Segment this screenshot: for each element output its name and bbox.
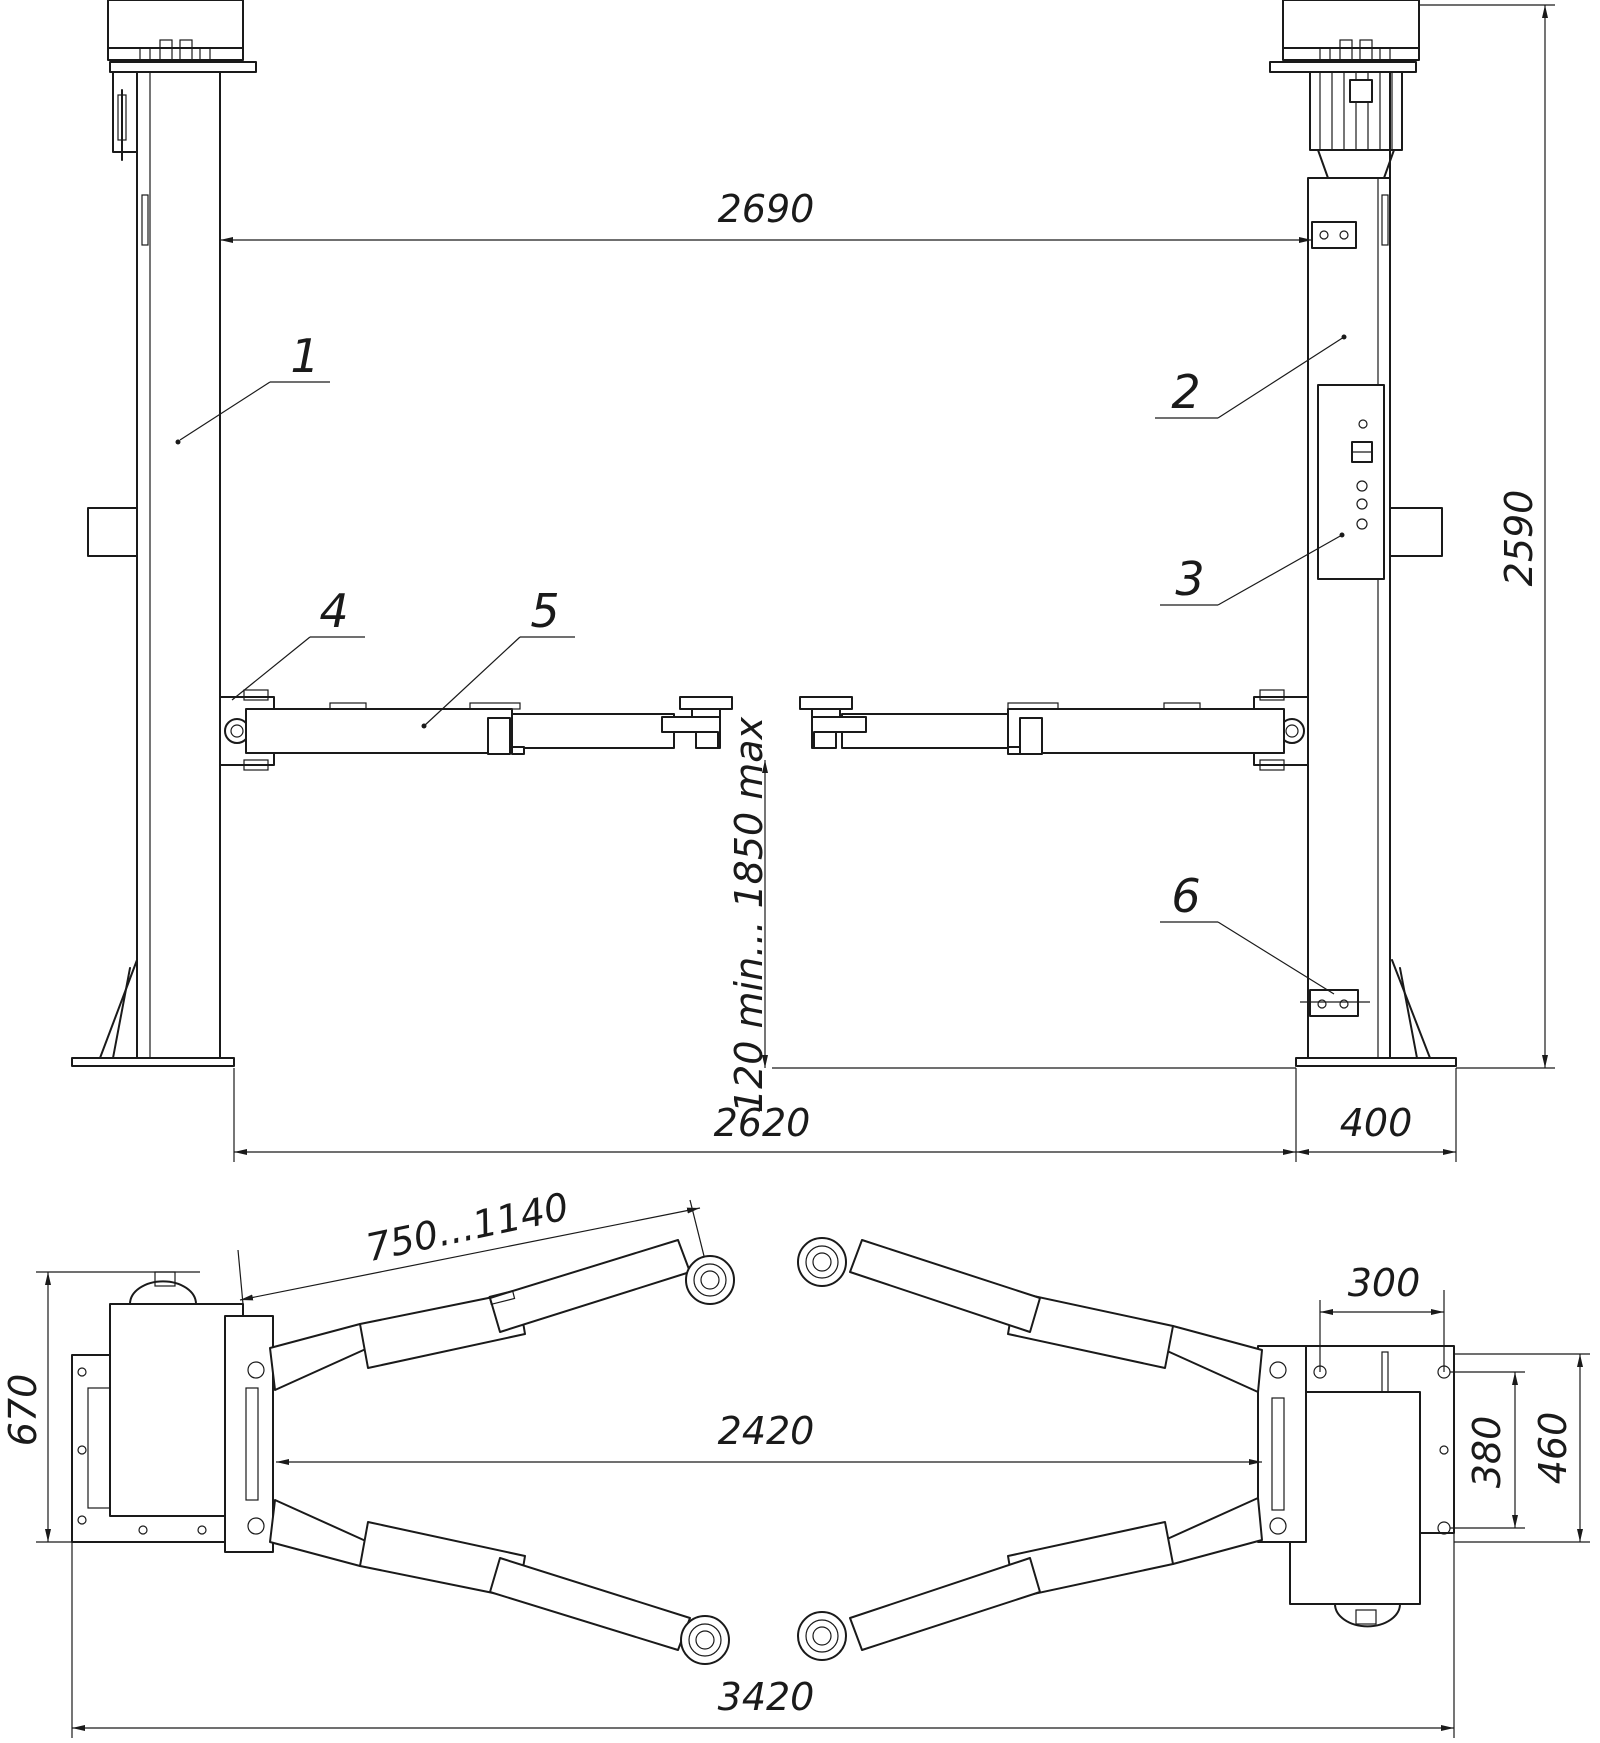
callout-2: 2 <box>1155 336 1345 419</box>
left-post-top-view <box>71 1271 274 1553</box>
callout-6: 6 <box>1160 869 1335 995</box>
front-view: 2690 2590 120 min... 1850 max 2620 400 1… <box>71 0 1555 1162</box>
right-lift-arm <box>799 689 1309 771</box>
dim-bolt-spacing-x: 300 <box>1348 1261 1421 1305</box>
right-column-post <box>1307 177 1391 1063</box>
left-carriage-top <box>224 1315 274 1553</box>
dim-footprint-depth: 670 <box>1 1374 45 1447</box>
dim-arm-reach: 750...1140 <box>362 1184 572 1270</box>
dim-total-height: 2590 <box>1497 490 1541 587</box>
upper-limit-switch <box>1311 221 1357 249</box>
left-upper-arm-top <box>269 1239 735 1391</box>
callout-4: 4 <box>231 584 365 701</box>
right-lower-arm-top <box>797 1497 1263 1661</box>
dim-column-spacing: 2690 <box>718 187 815 231</box>
top-view: 750...1140 2420 670 300 380 460 3420 <box>1 1184 1590 1738</box>
svg-text:5: 5 <box>530 584 559 638</box>
dim-bolt-spacing-y: 380 <box>1465 1416 1509 1489</box>
svg-text:4: 4 <box>319 584 348 638</box>
dim-base-depth: 400 <box>1340 1101 1413 1145</box>
callout-5: 5 <box>423 584 575 727</box>
right-post-top-view <box>1257 1345 1455 1628</box>
right-upper-arm-top <box>797 1237 1263 1393</box>
svg-text:6: 6 <box>1171 869 1200 923</box>
control-panel <box>1317 384 1385 580</box>
dim-base-width: 2620 <box>714 1101 811 1145</box>
left-column-top-cap <box>107 0 244 61</box>
left-upper-arm-pad <box>685 1255 735 1305</box>
left-column-base-plate <box>71 1057 235 1067</box>
callout-1: 1 <box>179 329 330 441</box>
right-column-base-plate <box>1295 1057 1457 1067</box>
right-column-bracket <box>1389 507 1443 557</box>
right-column-top-cap <box>1282 0 1420 61</box>
left-lift-arm <box>219 689 733 771</box>
right-post-body-top <box>1289 1391 1421 1605</box>
svg-text:3: 3 <box>1175 552 1204 606</box>
svg-text:1: 1 <box>290 329 319 383</box>
right-arm-lift-pad <box>799 696 853 710</box>
callout-3: 3 <box>1160 534 1343 606</box>
right-lower-arm-pad <box>797 1611 847 1661</box>
right-carriage-top <box>1257 1345 1307 1543</box>
motor <box>1309 71 1403 179</box>
left-post-body-top <box>109 1303 244 1517</box>
left-arm-lift-pad <box>679 696 733 710</box>
dim-lift-height: 120 min... 1850 max <box>727 716 771 1113</box>
left-lower-arm-top <box>269 1499 730 1665</box>
left-lower-arm-pad <box>680 1615 730 1665</box>
left-column-bracket <box>87 507 138 557</box>
dim-plate-depth: 460 <box>1531 1412 1575 1485</box>
svg-text:2: 2 <box>1171 365 1200 419</box>
left-column-post <box>136 71 221 1063</box>
dim-inner-width: 2420 <box>718 1409 815 1453</box>
left-column <box>71 0 257 1067</box>
dim-overall-width: 3420 <box>718 1675 815 1719</box>
right-column <box>1269 0 1457 1067</box>
right-upper-arm-pad <box>797 1237 847 1287</box>
